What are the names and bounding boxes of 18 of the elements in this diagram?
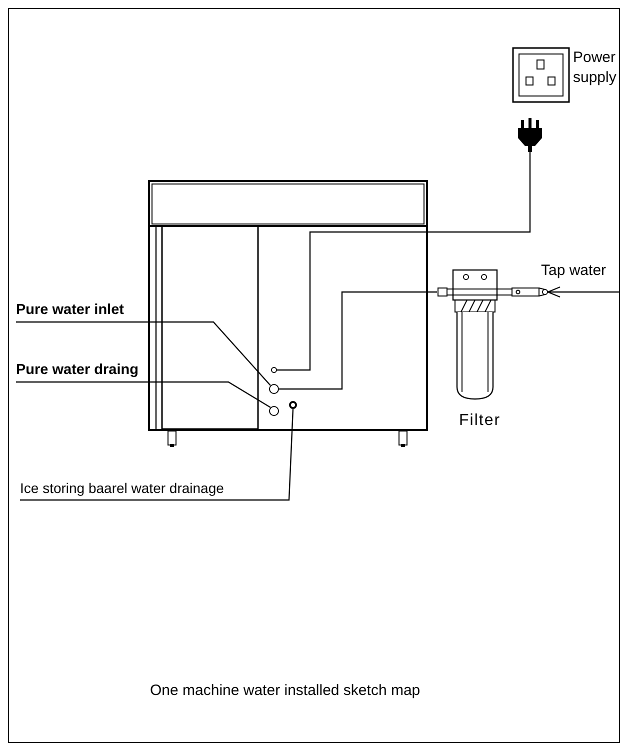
- water-port: [289, 401, 297, 409]
- callout-text: Pure water inlet: [16, 298, 140, 322]
- water-port: [271, 367, 277, 373]
- leader-line: [16, 321, 271, 386]
- node-label: Power supply: [573, 48, 618, 88]
- leader-line: [20, 408, 294, 501]
- leader-line: [16, 381, 271, 408]
- edge-label: Tap water: [541, 262, 606, 279]
- arrow: [547, 286, 620, 298]
- callout-text: Pure water draing: [16, 358, 142, 382]
- callout-text: Ice storing baarel water drainage: [20, 476, 270, 500]
- water-pipe: [279, 291, 437, 390]
- power-plug-icon: [517, 118, 543, 152]
- water-port: [269, 406, 279, 416]
- power-cord: [277, 152, 531, 371]
- water-port: [269, 384, 279, 394]
- caption: One machine water installed sketch map: [150, 682, 420, 699]
- node-label: Filter: [459, 412, 501, 430]
